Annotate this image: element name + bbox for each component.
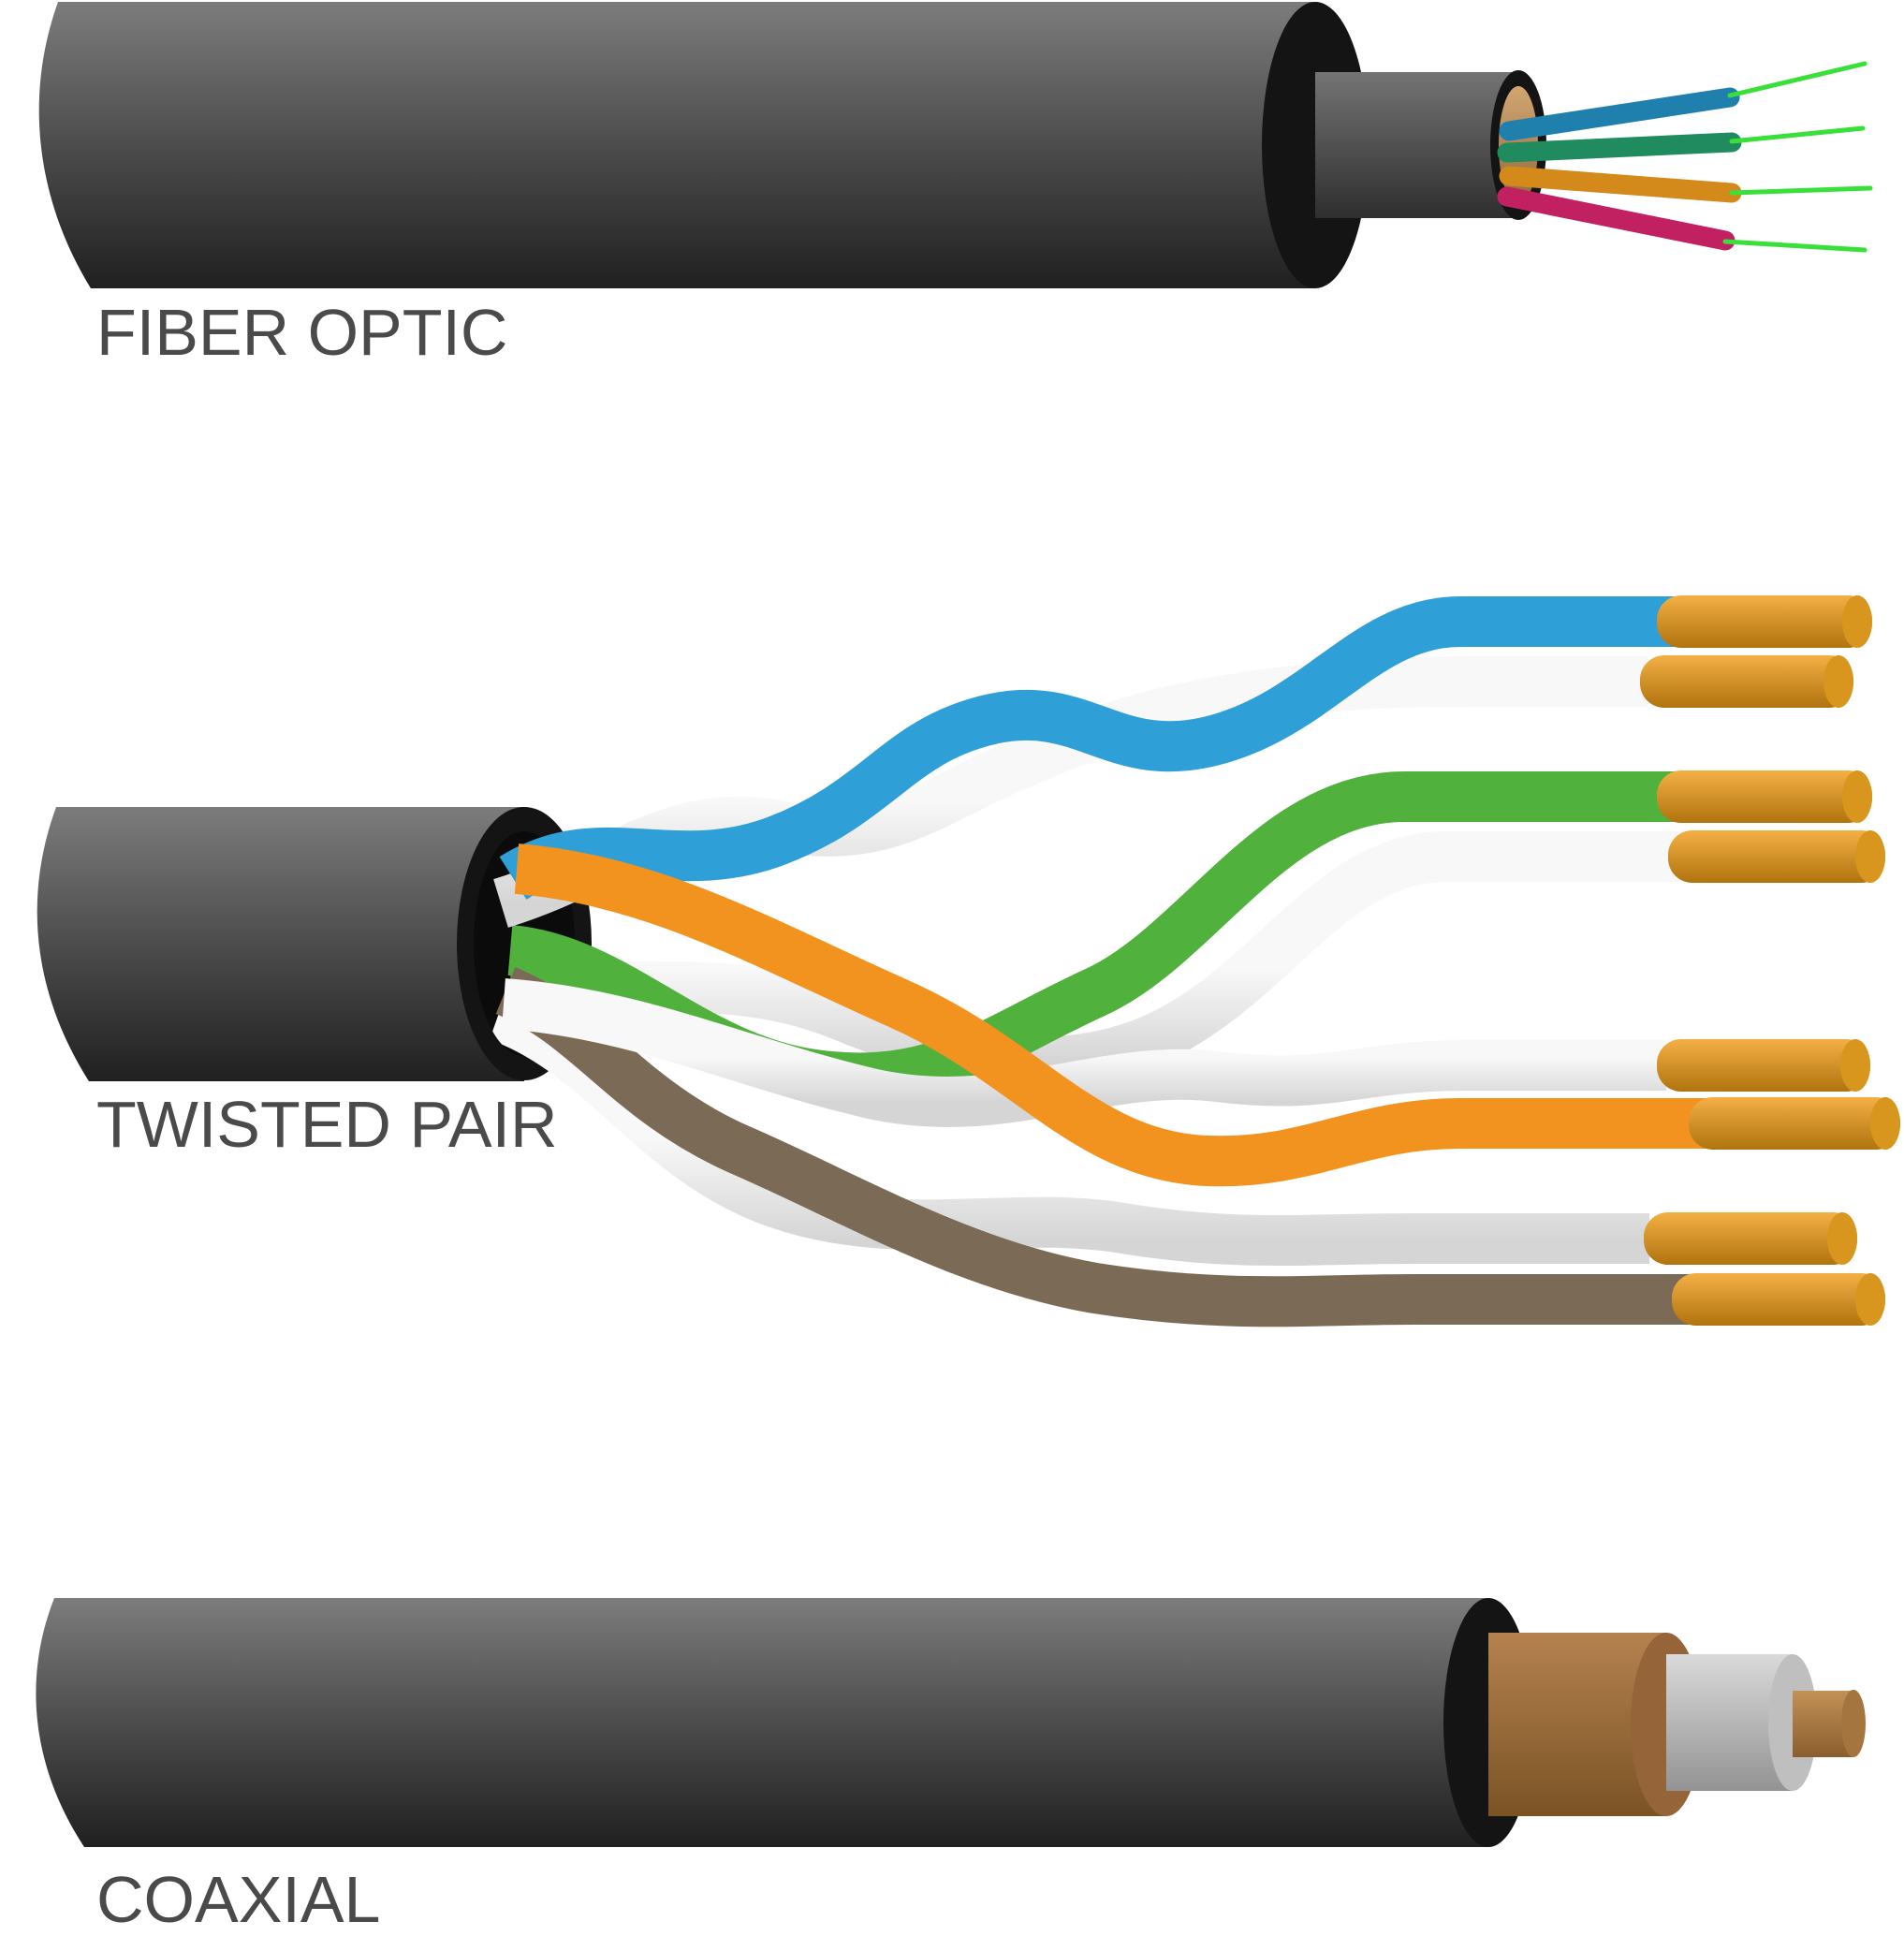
copper-tip-orange-pair-white [1657,1039,1870,1092]
copper-tip-brown [1672,1273,1885,1326]
fiber-optic-label: FIBER OPTIC [96,296,508,369]
twisted-pair-cable [37,595,1900,1327]
laser-beam-3 [1729,185,1873,196]
coaxial-cable [36,1598,1866,1847]
fiber-jacket-body [38,2,1316,288]
fiber-inner-tube [1315,72,1518,218]
fiber-optic-cable [38,2,1873,288]
copper-tip-orange [1689,1097,1900,1150]
fiber-strand-magenta [1497,186,1736,251]
coax-center-conductor-end-cap [1841,1690,1866,1757]
twisted-pair-jacket-body [37,807,524,1081]
wire-orange [514,843,1718,1187]
laser-beam-2 [1729,125,1866,144]
laser-beam-1 [1727,61,1867,98]
copper-tip-green-pair-white [1668,830,1885,883]
copper-tip-green [1657,770,1872,823]
fiber-strand-green [1497,132,1742,163]
wire-blue [499,596,1680,901]
fiber-strand-orange [1499,166,1742,203]
wire-brown [495,967,1694,1327]
coax-jacket-body [36,1598,1489,1847]
copper-tip-blue [1657,595,1872,648]
laser-beam-4 [1722,239,1867,253]
coaxial-label: COAXIAL [96,1863,381,1936]
fiber-strand-blue [1499,87,1740,141]
twisted-pair-wires [489,595,1900,1327]
twisted-pair-label: TWISTED PAIR [96,1088,558,1161]
copper-tip-brown-pair-white [1644,1212,1857,1265]
copper-tip-blue-pair-white [1640,655,1853,708]
